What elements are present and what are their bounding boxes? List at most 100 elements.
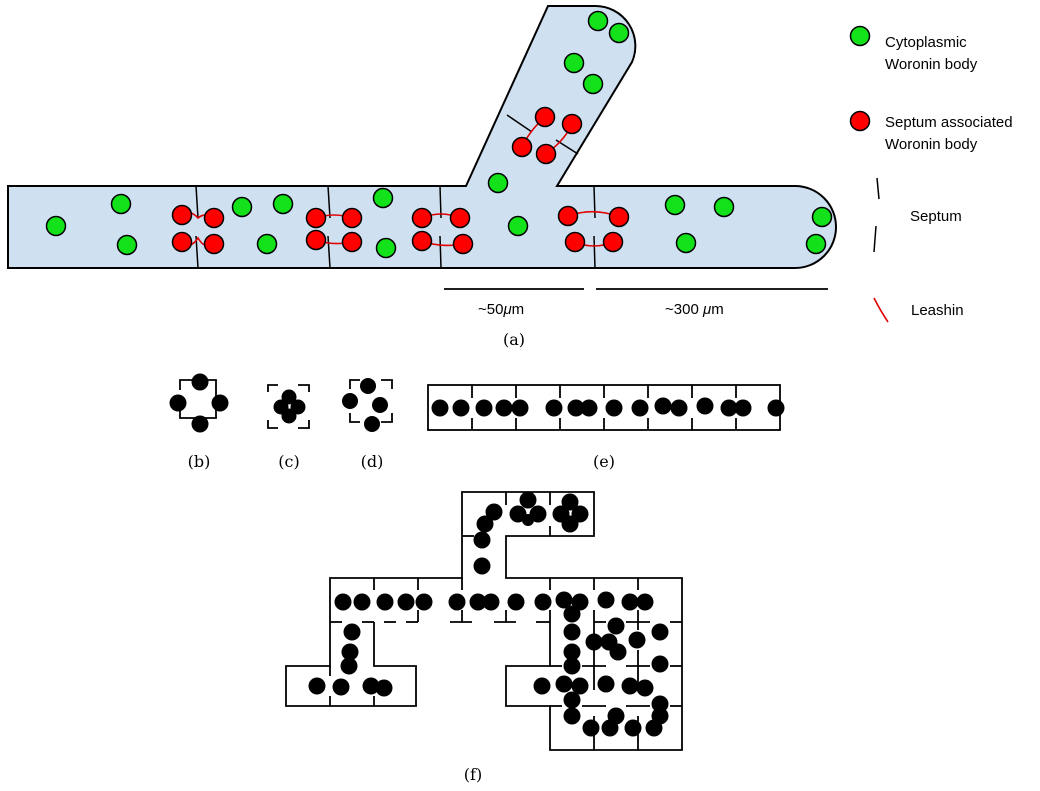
woronin-body: [342, 393, 358, 409]
septum-2: [327, 185, 331, 219]
septum-associated-woronin-body: [411, 230, 433, 252]
woronin-bodies: [431, 397, 785, 417]
woronin-body: [607, 617, 625, 635]
cytoplasmic-woronin-body: [507, 215, 529, 237]
woronin-body: [636, 679, 654, 697]
woronin-body: [609, 643, 627, 661]
septum-associated-woronin-body: [534, 106, 556, 128]
woronin-body: [281, 389, 297, 405]
woronin-body: [534, 593, 552, 611]
septum-associated-woronin-body: [608, 206, 630, 228]
woronin-body: [571, 593, 589, 611]
woronin-body: [281, 408, 297, 424]
woronin-body: [372, 397, 388, 413]
cytoplasmic-woronin-body: [272, 193, 294, 215]
woronin-body: [522, 514, 534, 526]
woronin-body: [473, 557, 491, 575]
panel-label-f: (f): [464, 765, 482, 784]
legend-cytoplasmic-label-2: Woronin body: [885, 56, 978, 73]
panel-label-b: (b): [188, 452, 211, 471]
cytoplasmic-woronin-body: [375, 237, 397, 259]
panel-f: (f): [285, 491, 683, 784]
woronin-body: [563, 657, 581, 675]
woronin-body: [651, 655, 669, 673]
woronin-body: [375, 679, 393, 697]
cytoplasmic-woronin-body: [811, 206, 833, 228]
woronin-body: [364, 416, 380, 432]
woronin-body: [651, 623, 669, 641]
septum-associated-woronin-body: [564, 231, 586, 253]
cytoplasmic-woronin-body: [256, 233, 278, 255]
cytoplasmic-woronin-body: [45, 215, 67, 237]
septum-associated-woronin-body: [535, 143, 557, 165]
legend-cytoplasmic-label: Cytoplasmic: [885, 34, 967, 51]
woronin-body: [767, 399, 785, 417]
woronin-body: [563, 643, 581, 661]
cytoplasmic-woronin-body: [664, 194, 686, 216]
panel-e: (e): [427, 384, 785, 471]
panel-label-d: (d): [361, 452, 384, 471]
woronin-body: [561, 515, 579, 533]
woronin-body: [582, 719, 600, 737]
scale-label-300um: ~300 μm: [665, 301, 724, 318]
septum-branch-a: [506, 114, 533, 133]
septum-associated-woronin-body: [171, 231, 193, 253]
woronin-body: [533, 677, 551, 695]
woronin-body: [651, 695, 669, 713]
woronin-body: [605, 399, 623, 417]
septum-3: [439, 185, 442, 219]
woronin-body: [353, 593, 371, 611]
woronin-body: [720, 399, 738, 417]
panel-label-a: (a): [503, 330, 525, 349]
septum-associated-woronin-body: [203, 207, 225, 229]
scale-label-50um: ~50μm: [478, 301, 524, 318]
woronin-body: [519, 491, 537, 509]
woronin-body: [585, 633, 603, 651]
panel-label-c: (c): [278, 452, 299, 471]
cytoplasmic-woronin-body: [563, 52, 585, 74]
woronin-body: [473, 531, 491, 549]
septum-associated-woronin-body: [557, 205, 579, 227]
woronin-body: [211, 394, 229, 412]
septum-associated-woronin-body: [305, 207, 327, 229]
woronin-body: [415, 593, 433, 611]
legend-septum-label: Septum: [910, 208, 962, 225]
cytoplasmic-woronin-body: [231, 196, 253, 218]
panel-b: (b): [169, 373, 229, 471]
scale-bars: ~50μm ~300 μm: [444, 288, 828, 318]
septum-associated-woronin-body: [171, 204, 193, 226]
woronin-body: [628, 631, 646, 649]
septum-associated-woronin-body: [411, 207, 433, 229]
woronin-body: [308, 677, 326, 695]
woronin-body: [376, 593, 394, 611]
woronin-body: [169, 394, 187, 412]
legend-septum-associated-label-2: Woronin body: [885, 136, 978, 153]
woronin-body: [580, 399, 598, 417]
legend-leashin-symbol: [873, 297, 889, 323]
septum-associated-woronin-body: [561, 113, 583, 135]
cytoplasmic-woronin-body: [487, 172, 509, 194]
woronin-body: [340, 657, 358, 675]
septum-associated-woronin-body: [511, 136, 533, 158]
woronin-body: [631, 399, 649, 417]
woronin-body: [475, 399, 493, 417]
woronin-body: [563, 707, 581, 725]
woronin-body: [482, 593, 500, 611]
woronin-body: [571, 677, 589, 695]
woronin-body: [191, 415, 209, 433]
woronin-body: [734, 399, 752, 417]
woronin-body: [545, 399, 563, 417]
septum-associated-woronin-body: [341, 231, 363, 253]
cytoplasmic-woronin-body: [608, 22, 630, 44]
septum-3b: [439, 235, 442, 269]
cytoplasmic-woronin-body: [805, 233, 827, 255]
woronin-body: [452, 399, 470, 417]
septum-4: [593, 185, 596, 219]
woronin-body: [636, 593, 654, 611]
woronin-body: [555, 675, 573, 693]
legend-leashin-label: Leashin: [911, 302, 964, 319]
legend-septum-symbol-2: [873, 225, 877, 253]
septum-associated-woronin-body: [341, 207, 363, 229]
woronin-body: [696, 397, 714, 415]
panel-d: (d): [342, 378, 393, 471]
